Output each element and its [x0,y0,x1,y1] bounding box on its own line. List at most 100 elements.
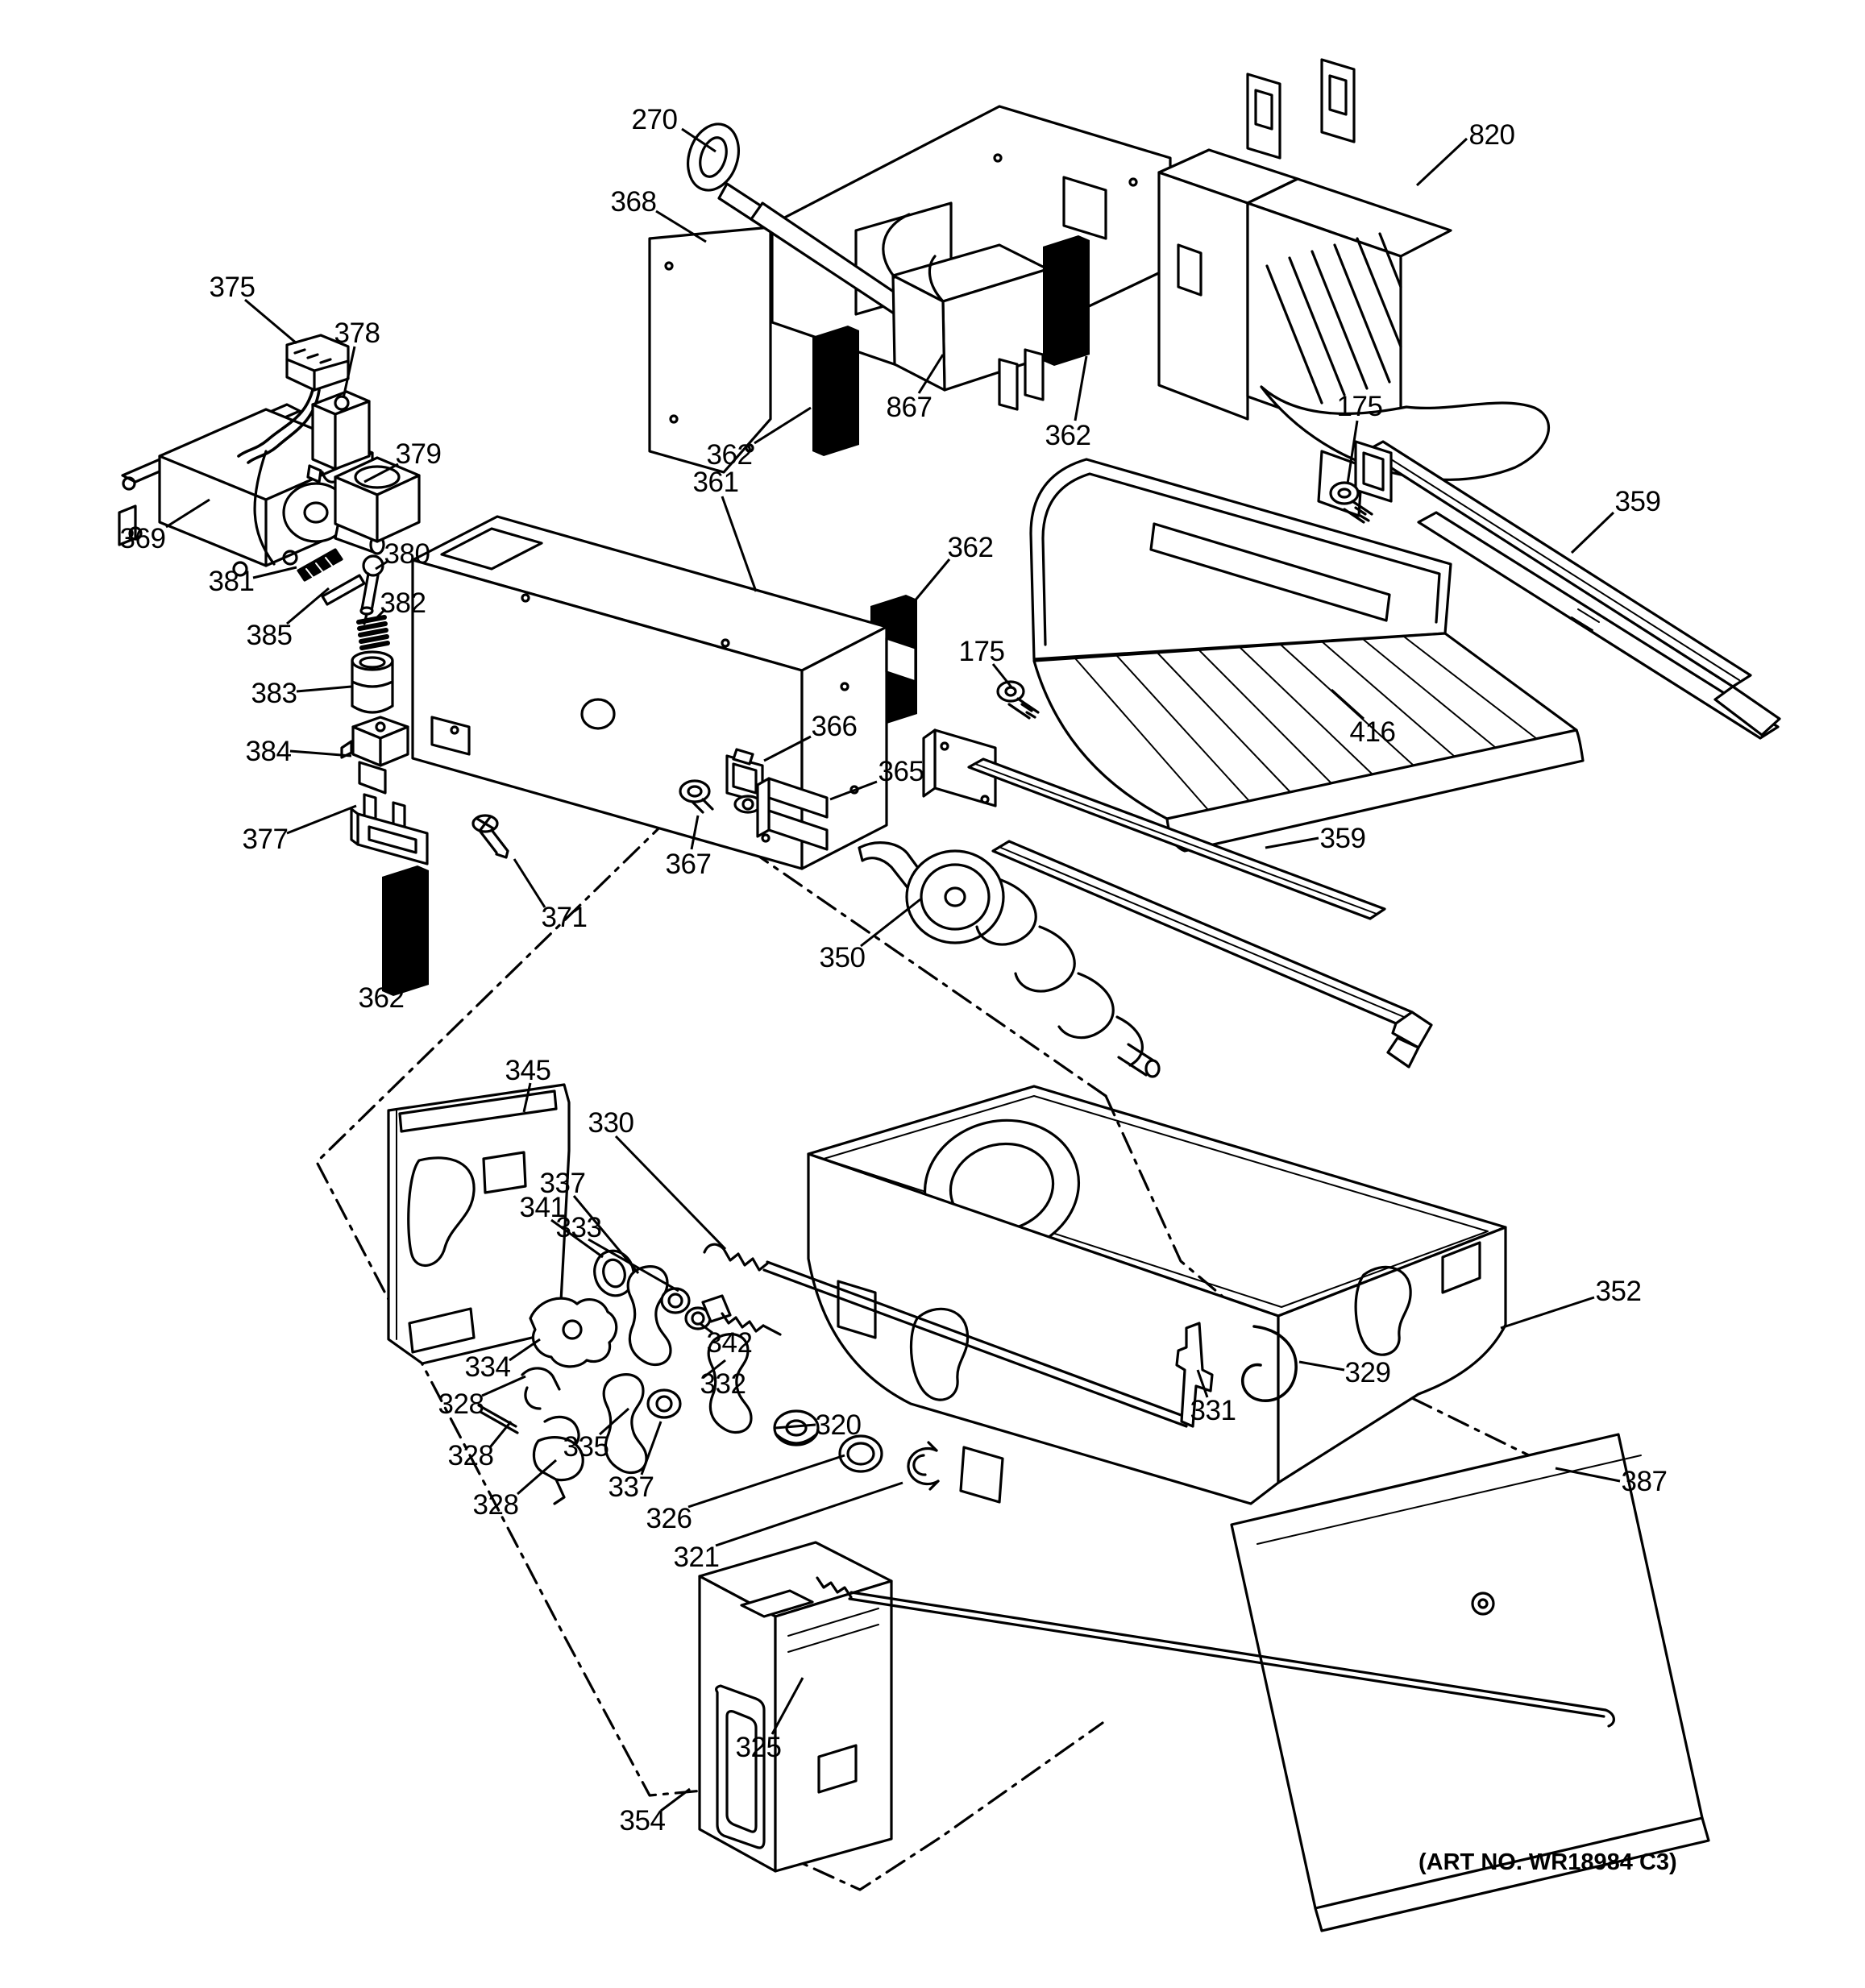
part-number-350: 350 [820,942,866,973]
pin-385 [321,574,366,606]
ice-bin-352-shape [1354,1265,1412,1356]
shelf-416-shape [1041,472,1441,646]
cam-332-shape [707,1333,753,1434]
cam-335 [602,1373,648,1475]
bearings-333-shape [667,1293,683,1309]
cover-387-shape [1230,1433,1704,1910]
leader-line-321 [715,1481,903,1547]
leader-line-387 [1555,1467,1621,1483]
callout-342: 342 [699,1322,753,1359]
mounting-bracket-368-shape [664,261,674,271]
leader-line-359 [1570,511,1615,554]
callout-359: 359 [1570,486,1661,554]
leader-line-371 [513,858,546,908]
part-number-362: 362 [948,532,994,563]
leader-line-332 [702,1359,726,1380]
ice-bin-352-shape [1441,1241,1481,1294]
part-number-367: 367 [666,849,712,880]
part-number-337: 337 [609,1471,654,1503]
callout-332: 332 [700,1359,746,1400]
rail-359-bottom-shape [1391,1011,1433,1049]
part-number-335: 335 [563,1431,609,1463]
icemaker-820 [1157,58,1551,517]
rail-359-top-shape [1362,451,1385,492]
leader-line-325 [771,1677,804,1735]
drive-motor-369-shape [122,476,136,491]
callout-384: 384 [246,736,352,767]
bearings-333-shape [660,1287,691,1314]
leader-line-354 [660,1787,691,1812]
drive-motor-369-shape [128,526,143,541]
washer-326 [838,1434,883,1473]
plate-362-d [382,865,429,996]
auger-housing-361-shape [450,725,459,735]
cam-334-shape [562,1319,583,1340]
bracket-377 [350,793,429,865]
callout-350: 350 [820,898,921,973]
part-number-175: 175 [959,636,1005,667]
valve-384-shape [375,721,386,733]
cover-387-shape [1314,1816,1710,1932]
deflector-345-shape [407,1156,476,1267]
screw-175-top [1329,481,1373,524]
part-number-383: 383 [251,678,297,709]
leader-line-361 [721,496,758,592]
part-number-328: 328 [448,1440,494,1471]
dispenser-bracket-325-shape [1604,1708,1615,1728]
e-ring-321 [907,1441,940,1491]
callout-326: 326 [646,1454,845,1534]
callout-175: 175 [1337,391,1383,484]
link-331 [1175,1322,1214,1428]
callout-380: 380 [375,538,430,571]
icemaker-820-shape [1265,232,1402,405]
ice-bin-352-shape [837,1280,877,1339]
mounting-bracket-368-shape [993,153,1003,163]
plate-362-c [1043,235,1090,366]
rail-359-top-shape [1571,608,1600,631]
spring-382 [356,615,390,650]
part-number-371: 371 [542,902,588,933]
part-number-175: 175 [1337,391,1383,422]
part-number-359: 359 [1615,486,1661,517]
callout-867: 867 [887,354,945,423]
rail-359-bottom-shape [922,728,937,798]
cam-337-upper [626,1265,672,1367]
auger-housing-361-shape [721,638,730,648]
bracket-377-shape [368,825,417,854]
callout-333: 333 [556,1212,679,1293]
screw-175-top-shape [1343,500,1373,524]
part-number-321: 321 [674,1542,720,1573]
leader-line-384 [289,749,352,757]
cam-334-shape [529,1297,618,1368]
part-number-368: 368 [611,186,657,218]
leader-line-334 [509,1338,541,1362]
plate-362-d-shape [382,865,429,996]
mounting-bracket-368-shape [1062,176,1107,240]
leader-line-175 [1346,420,1359,484]
shelf-416 [1029,458,1585,853]
cam-334 [529,1297,618,1368]
ice-chute-867-shape [928,255,945,303]
drive-motor-369-shape [303,501,329,524]
valve-384-shape [340,740,353,759]
screw-175-mid-shape [996,680,1025,703]
plate-362-c-shape [1043,235,1090,366]
leader-line-335 [599,1407,629,1436]
bolt-367-shape [692,798,714,814]
callout-377: 377 [243,804,357,855]
cover-387 [1230,1433,1710,1932]
callout-365: 365 [829,756,924,801]
callout-368: 368 [611,186,707,243]
leader-line-328 [481,1375,526,1397]
cover-387-shape [1471,1592,1495,1616]
part-number-326: 326 [646,1503,692,1534]
leader-line-369 [165,498,210,529]
mounting-bracket-368-shape [1128,177,1138,187]
screw-175-top-shape [1329,481,1360,505]
callout-345: 345 [505,1055,551,1113]
solenoid-378-shape [306,464,322,484]
rod-330 [703,1243,1191,1428]
cup-383-shape [351,659,394,714]
